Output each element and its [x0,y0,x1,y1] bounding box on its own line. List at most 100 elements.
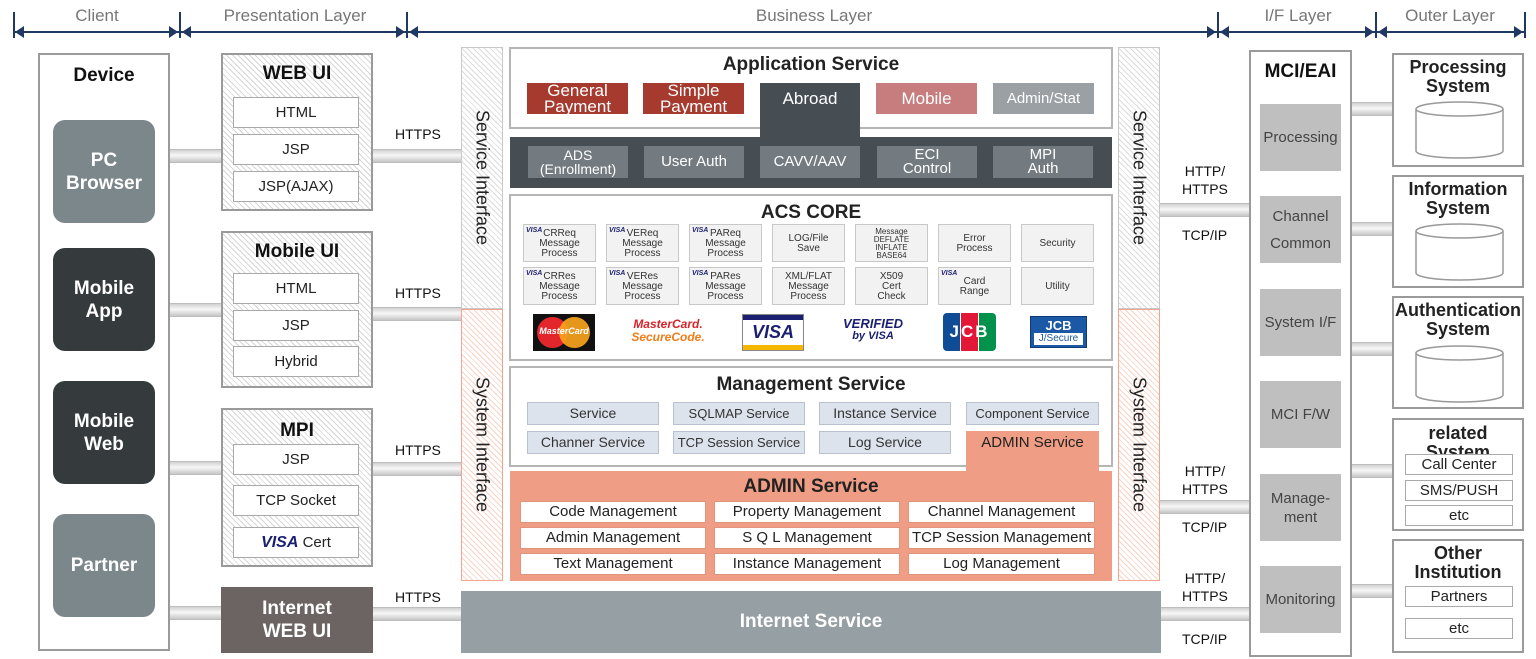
protocol-label: HTTPS [395,126,441,142]
mastercard-securecode-logo: MasterCard. SecureCode. [628,318,708,348]
abroad-item-eci-control: ECI Control [877,146,977,178]
web-ui-item: JSP(AJAX) [233,171,359,202]
device-pc-browser: PC Browser [53,120,155,223]
authentication-system-title: Authentication System [1395,300,1521,339]
acs-core-module-label: X509 Cert Check [877,271,906,302]
mci-item-processing: Processing [1260,104,1341,171]
system-interface-label: System Interface [472,377,493,513]
visa-tag: VISA [526,270,543,277]
service-interface-right: Service Interface [1118,47,1160,309]
layer-label-if: I/F Layer [1264,6,1332,25]
mpi-box: MPI JSP TCP Socket VISA Cert [221,408,373,567]
verified-line2: by VISA [852,330,894,342]
admin-item: Channel Management [908,501,1095,523]
service-interface-label: Service Interface [472,110,493,246]
jcb-logo-text: JCB [949,322,990,341]
verified-line1: VERIFIED [843,316,903,331]
other-institution-item: Partners [1405,586,1513,607]
protocol-label: HTTPS [395,442,441,458]
mpi-title: MPI [280,420,314,441]
internet-web-ui-box: Internet WEB UI [221,587,373,653]
information-system-box: Information System [1392,175,1524,288]
management-item: Channer Service [527,431,659,454]
visa-card-logo: VISA [742,314,804,351]
device-title: Device [73,65,135,86]
verified-by-visa-logo: VERIFIED by VISA [838,316,908,348]
mastercard-logo-text: MasterCard [539,326,589,336]
abroad-item-mpi-auth: MPI Auth [993,146,1093,178]
admin-item: Instance Management [714,553,900,575]
related-system-box: related System Call Center SMS/PUSH etc [1392,418,1524,531]
visa-logo: VISA [261,534,299,551]
acs-core-module: Utility [1021,267,1094,305]
management-item: SQLMAP Service [673,402,805,425]
tab-admin-stat: Admin/Stat [993,83,1094,114]
management-item: Instance Service [819,402,951,425]
mpi-item: TCP Socket [233,485,359,516]
database-icon [1415,101,1504,159]
information-system-title: Information System [1408,179,1508,218]
protocol-label: HTTP/ HTTPS [1182,463,1228,497]
protocol-label: HTTP/ HTTPS [1182,570,1228,604]
protocol-label: TCP/IP [1182,227,1228,243]
jcb-jsecure-logo: JCB J/Secure [1030,316,1087,348]
related-system-item: etc [1405,505,1513,526]
mci-item-channel-common: Channel Common [1260,196,1341,263]
mobile-ui-item: HTML [233,273,359,304]
securecode-line2: SecureCode. [631,330,705,344]
processing-system-box: Processing System [1392,53,1524,167]
admin-item: S Q L Management [714,527,900,549]
acs-core-module-label: Card Range [959,276,990,297]
database-icon [1415,223,1504,281]
other-institution-item: etc [1405,618,1513,639]
mci-item-management: Manage- ment [1260,474,1341,541]
management-service-title: Management Service [716,374,906,395]
system-interface-label: System Interface [1129,377,1150,513]
application-service-title: Application Service [722,54,900,75]
mobile-ui-title: Mobile UI [254,241,340,262]
acs-core-module-label: Message DEFLATE INFLATE BASE64 [873,227,910,260]
visa-tag: VISA [609,270,626,277]
acs-core-module-label: XML/FLAT Message Process [784,271,833,302]
acs-core-module: Message DEFLATE INFLATE BASE64 [855,224,928,262]
abroad-item-user-auth: User Auth [644,146,744,178]
system-interface-right: System Interface [1118,309,1160,581]
abroad-item-cavv-aav: CAVV/AAV [760,146,860,178]
mastercard-logo: MasterCard [533,314,595,351]
acs-core-module-label: PARes Message Process [705,271,746,302]
mobile-ui-item: JSP [233,310,359,341]
service-interface-left: Service Interface [461,47,503,309]
protocol-label: HTTPS [395,589,441,605]
acs-core-module: LOG/File Save [772,224,845,262]
system-interface-left: System Interface [461,309,503,581]
admin-item: TCP Session Management [908,527,1095,549]
jsecure-line2: J/Secure [1034,333,1083,345]
admin-item: Text Management [520,553,706,575]
web-ui-item: HTML [233,97,359,128]
tab-simple-payment: Simple Payment [643,82,744,115]
device-mobile-app: Mobile App [53,248,155,351]
protocol-label: HTTPS [395,285,441,301]
web-ui-item: JSP [233,134,359,165]
admin-service-title: ADMIN Service [743,476,879,497]
internet-service-bar: Internet Service [461,591,1161,653]
authentication-system-box: Authentication System [1392,296,1524,409]
protocol-label: HTTP/ HTTPS [1182,163,1228,197]
management-item: Service [527,402,659,425]
layer-label-outer: Outer Layer [1405,6,1495,25]
tab-general-payment: General Payment [527,82,628,115]
visa-tag: VISA [526,227,543,234]
acs-core-module: XML/FLAT Message Process [772,267,845,305]
mobile-ui-box: Mobile UI HTML JSP Hybrid [221,231,373,388]
acs-core-module-label: Error Process [956,233,993,254]
jsecure-line1: JCB [1045,318,1072,333]
cert-label: Cert [302,534,331,551]
acs-core-module: Error Process [938,224,1011,262]
web-ui-title: WEB UI [262,63,332,84]
management-item: TCP Session Service [673,431,805,454]
